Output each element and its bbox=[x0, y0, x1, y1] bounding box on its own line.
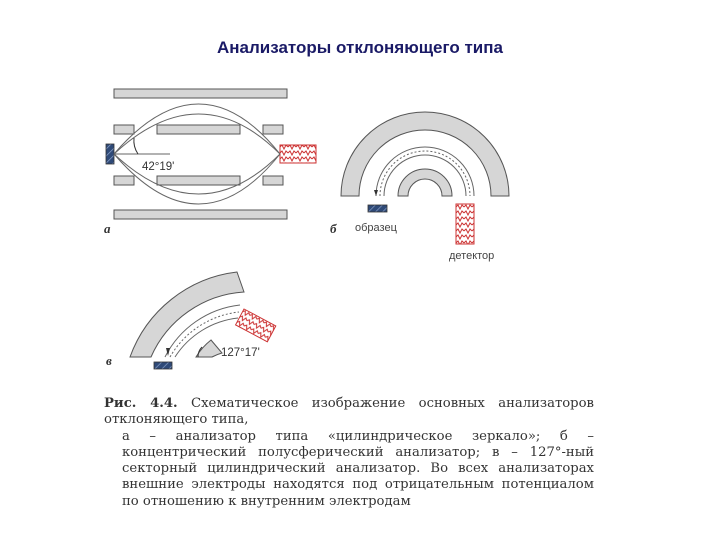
panel-c-detector bbox=[234, 308, 277, 343]
inner-electrode-right-bottom bbox=[262, 175, 284, 186]
panel-a-angle-label: 42°19' bbox=[142, 161, 174, 173]
panel-b-letter: б bbox=[330, 221, 337, 236]
panel-c-trajectories bbox=[164, 304, 241, 358]
panel-c-arrow bbox=[166, 348, 170, 356]
panel-b-arrow bbox=[374, 190, 378, 196]
panel-c-sample bbox=[153, 361, 173, 370]
panel-c-letter: в bbox=[106, 353, 112, 368]
inner-electrode-center-bottom bbox=[156, 175, 241, 186]
inner-electrode-right-top bbox=[262, 124, 284, 135]
outer-hemisphere-electrode bbox=[340, 111, 510, 197]
caption-line-2: а – анализатор типа «цилиндрическое зерк… bbox=[122, 428, 594, 509]
panel-a-detector bbox=[279, 144, 317, 164]
panel-b-detector bbox=[455, 203, 475, 245]
figure-caption: Рис. 4.4. Схематическое изображение осно… bbox=[104, 396, 594, 510]
caption-head: Рис. 4.4. bbox=[104, 396, 178, 411]
inner-sector-electrode bbox=[195, 339, 223, 358]
panel-c-angle-arc bbox=[197, 346, 203, 358]
inner-electrode-center-top bbox=[156, 124, 241, 135]
panel-b-trajectories bbox=[375, 146, 475, 197]
inner-electrode-left-top bbox=[113, 124, 135, 135]
panel-b-sample-label: образец bbox=[355, 222, 398, 234]
slide-title: Анализаторы отклоняющего типа bbox=[217, 38, 503, 57]
outer-sector-electrode bbox=[129, 271, 245, 358]
outer-electrode-top bbox=[113, 88, 288, 99]
panel-b-hemispherical: образец детектор б bbox=[330, 111, 510, 262]
caption-line-1: Схематическое изображение основных анали… bbox=[104, 396, 594, 428]
panel-b-detector-label: детектор bbox=[449, 250, 494, 262]
caption-first-line: Рис. 4.4. Схематическое изображение осно… bbox=[104, 396, 594, 429]
panel-a-cylindrical-mirror: 42°19' а bbox=[104, 88, 317, 236]
panel-b-sample bbox=[367, 204, 388, 213]
panel-a-trajectories bbox=[113, 103, 281, 205]
panel-a-sample bbox=[105, 143, 115, 165]
panel-a-angle-arc bbox=[133, 137, 139, 155]
panel-c-angle-label: 127°17' bbox=[221, 347, 260, 359]
inner-hemisphere-electrode bbox=[397, 168, 453, 197]
panel-c-sector-cylindrical: 127°17' в bbox=[106, 271, 277, 370]
outer-electrode-bottom bbox=[113, 209, 288, 220]
panel-a-letter: а bbox=[104, 221, 111, 236]
inner-electrode-left-bottom bbox=[113, 175, 135, 186]
